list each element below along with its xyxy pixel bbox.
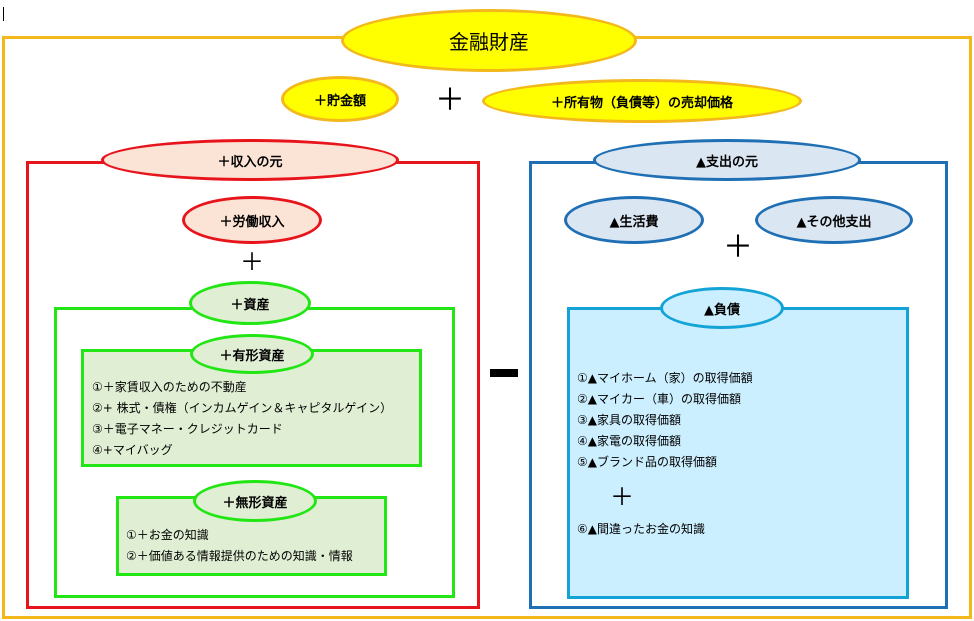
possessions-ellipse: ＋所有物（負債等）の売却価格	[482, 79, 802, 123]
liabilities-box	[567, 307, 909, 599]
tangible-assets-label: ＋有形資産	[219, 348, 285, 364]
income-source-ellipse: ＋収入の元	[101, 139, 399, 181]
liability-item-3: ③▲家具の取得価額	[577, 413, 681, 427]
labor-income-ellipse: ＋労働収入	[182, 196, 322, 244]
assets-ellipse: ＋資産	[189, 281, 311, 325]
liabilities-list: ①▲マイホーム（家）の取得価額 ②▲マイカー（車）の取得価額 ③▲家具の取得価額…	[577, 368, 753, 473]
minus-sign	[490, 369, 518, 377]
liability-item-4: ④▲家電の取得価額	[577, 434, 681, 448]
intangible-assets-list: ①＋お金の知識 ②＋価値ある情報提供のための知識・情報	[126, 525, 353, 567]
intangible-assets-ellipse: ＋無形資産	[193, 480, 317, 522]
top-plus-sign: ＋	[435, 83, 465, 118]
other-expenses-label: ▲その他支出	[796, 214, 872, 230]
intangible-item-2: ②＋価値ある情報提供のための知識・情報	[126, 549, 353, 563]
tangible-assets-list: ①＋家賃収入のための不動産 ②+ 株式・債権（インカムゲイン＆キャピタルゲイン）…	[92, 377, 392, 461]
intangible-item-1: ①＋お金の知識	[126, 528, 209, 542]
tangible-assets-ellipse: ＋有形資産	[190, 334, 314, 374]
text-cursor	[3, 7, 4, 21]
savings-label: ＋貯金額	[313, 93, 366, 109]
liability-item-1: ①▲マイホーム（家）の取得価額	[577, 371, 753, 385]
savings-ellipse: ＋貯金額	[281, 76, 399, 122]
financial-assets-title: 金融財産	[341, 9, 637, 72]
living-costs-ellipse: ▲生活費	[564, 196, 704, 244]
income-source-label: ＋収入の元	[217, 154, 283, 170]
liabilities-label: ▲負債	[704, 302, 740, 318]
other-expenses-ellipse: ▲その他支出	[755, 196, 913, 244]
financial-assets-title-text: 金融財産	[449, 30, 529, 54]
liability-item-5: ⑤▲ブランド品の取得価額	[577, 455, 717, 469]
assets-label: ＋資産	[230, 297, 270, 313]
intangible-assets-label: ＋無形資産	[222, 495, 288, 511]
labor-income-label: ＋労働収入	[219, 214, 285, 230]
tangible-item-2: ②+ 株式・債権（インカムゲイン＆キャピタルゲイン）	[92, 401, 393, 415]
liability-item-6: ⑥▲間違ったお金の知識	[577, 522, 705, 536]
living-costs-label: ▲生活費	[609, 214, 659, 230]
income-plus-sign: ＋	[240, 248, 264, 276]
expense-source-ellipse: ▲支出の元	[593, 139, 861, 181]
liabilities-ellipse: ▲負債	[660, 287, 784, 329]
tangible-item-4: ④+マイバッグ	[92, 443, 173, 457]
expense-plus-sign: ＋	[723, 230, 753, 265]
possessions-label: ＋所有物（負債等）の売却価格	[550, 95, 733, 111]
tangible-item-3: ③＋電子マネー・クレジットカード	[92, 422, 283, 436]
liability-item-2: ②▲マイカー（車）の取得価額	[577, 392, 741, 406]
tangible-item-1: ①＋家賃収入のための不動産	[92, 380, 247, 394]
liabilities-plus-sign: ＋	[610, 483, 634, 511]
expense-source-label: ▲支出の元	[696, 154, 758, 170]
